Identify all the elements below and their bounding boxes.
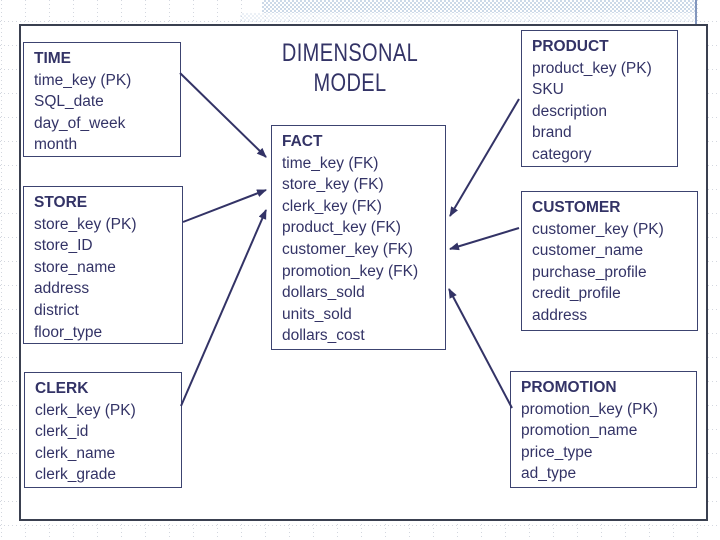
entity-fields: promotion_key (PK) promotion_name price_ty…: [521, 399, 686, 485]
slide-title-line2: MODEL: [313, 69, 387, 97]
field-row: brand: [532, 124, 572, 142]
field-row: purchase_profile: [532, 263, 647, 281]
field-row: day_of_week: [34, 114, 126, 132]
field-row: store_key (FK): [282, 176, 384, 194]
field-row: SKU: [532, 81, 564, 99]
field-row: category: [532, 145, 592, 163]
field-row: dollars_sold: [282, 284, 365, 302]
field-row: customer_name: [532, 242, 644, 260]
field-row: clerk_id: [35, 423, 89, 441]
field-row: time_key (FK): [282, 154, 379, 172]
field-row: time_key (PK): [34, 71, 132, 89]
field-row: address: [532, 306, 588, 324]
field-row: month: [34, 136, 78, 154]
entity-fields: customer_key (PK) customer_name purchase_p…: [532, 219, 687, 327]
entity-box-fact: FACT time_key (FK) store_key (FK) clerk_ke…: [271, 125, 446, 350]
top-checkered-band-faint: [240, 13, 696, 22]
entity-fields: clerk_key (PK) clerk_id clerk_name clerk_gr…: [35, 400, 171, 486]
entity-title: FACT: [282, 133, 323, 150]
field-row: floor_type: [34, 323, 103, 341]
slide-title: DIMENSONAL MODEL: [272, 38, 429, 98]
field-row: SQL_date: [34, 93, 104, 111]
field-row: product_key (FK): [282, 219, 401, 237]
top-band-tick-line: [695, 0, 697, 24]
field-row: promotion_key (FK): [282, 262, 419, 280]
entity-title: CLERK: [35, 380, 89, 397]
top-checkered-band: [262, 0, 696, 13]
field-row: clerk_grade: [35, 466, 116, 484]
field-row: credit_profile: [532, 285, 621, 303]
entity-title: CUSTOMER: [532, 199, 621, 216]
field-row: store_name: [34, 258, 116, 276]
slide-title-line1: DIMENSONAL: [281, 39, 419, 67]
field-row: clerk_key (PK): [35, 401, 136, 419]
entity-fields: time_key (FK) store_key (FK) clerk_key (FK…: [282, 153, 435, 347]
field-row: clerk_name: [35, 444, 116, 462]
field-row: units_sold: [282, 305, 352, 323]
entity-title: STORE: [34, 194, 88, 211]
field-row: product_key (PK): [532, 59, 652, 77]
field-row: price_type: [521, 443, 593, 461]
entity-box-promotion: PROMOTION promotion_key (PK) promotion_na…: [510, 371, 697, 488]
entity-box-product: PRODUCT product_key (PK) SKU description br…: [521, 30, 678, 167]
field-row: clerk_key (FK): [282, 197, 382, 215]
field-row: customer_key (FK): [282, 240, 413, 258]
field-row: promotion_key (PK): [521, 400, 658, 418]
field-row: description: [532, 102, 607, 120]
entity-title: PRODUCT: [532, 38, 609, 55]
field-row: dollars_cost: [282, 327, 365, 345]
field-row: customer_key (PK): [532, 220, 664, 238]
entity-title: PROMOTION: [521, 379, 617, 396]
field-row: promotion_name: [521, 422, 638, 440]
field-row: store_key (PK): [34, 215, 137, 233]
field-row: store_ID: [34, 237, 93, 255]
entity-title: TIME: [34, 50, 72, 67]
entity-fields: product_key (PK) SKU description brand categ…: [532, 58, 667, 166]
field-row: district: [34, 301, 79, 319]
field-row: ad_type: [521, 465, 577, 483]
field-row: address: [34, 280, 90, 298]
